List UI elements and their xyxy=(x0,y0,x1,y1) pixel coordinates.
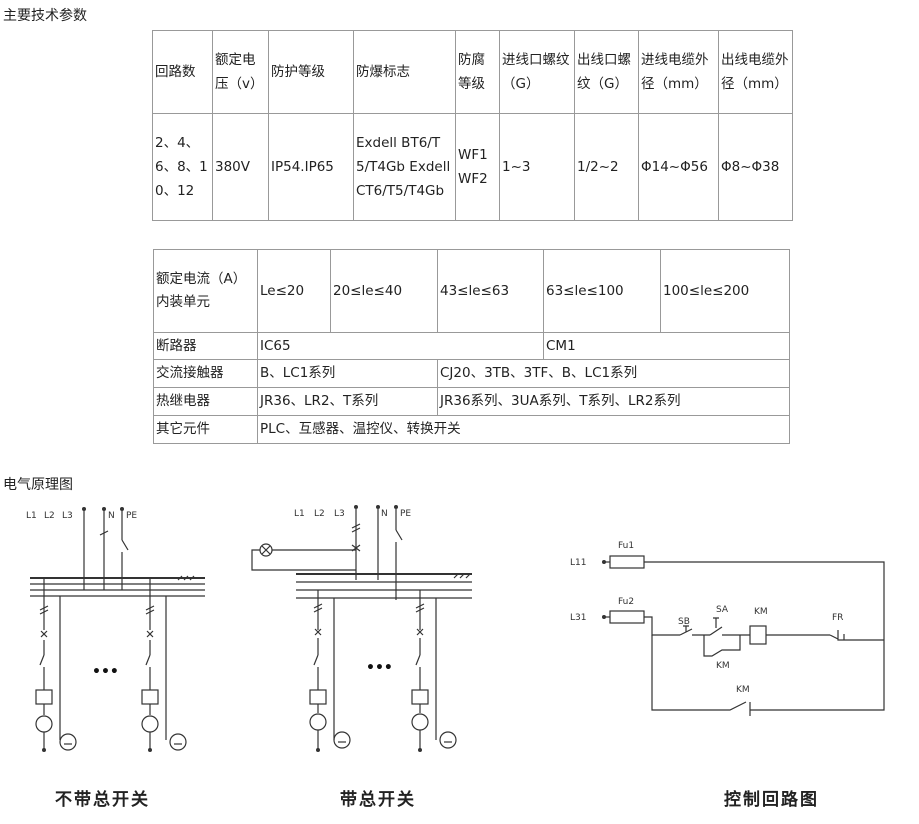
row-label: 断路器 xyxy=(153,332,258,360)
header-cell: 出线电缆外径（mm） xyxy=(718,30,793,114)
caption-with-main-switch: 带总开关 xyxy=(340,790,416,810)
table-cell: 2、4、6、8、10、12 xyxy=(152,113,213,221)
table-row: 断路器 IC65 CM1 xyxy=(153,332,790,360)
range-cell: 100≤le≤200 xyxy=(660,249,790,333)
table-header-row: 回路数 额定电压（v） 防护等级 防爆标志 防腐等级 进线口螺纹（G） 出线口螺… xyxy=(152,30,793,114)
table-row: 热继电器 JR36、LR2、T系列 JR36系列、3UA系列、T系列、LR2系列 xyxy=(153,387,790,416)
label-l11: L11 xyxy=(570,558,586,568)
caption-control-circuit: 控制回路图 xyxy=(724,790,819,810)
label-sb: SB xyxy=(678,617,690,627)
diagram-no-main-switch: L1 L2 L3 N PE xyxy=(26,507,205,752)
table-cell: 1/2~2 xyxy=(574,113,639,221)
table-cell: Φ8~Φ38 xyxy=(718,113,793,221)
ellipsis-dots: ••• xyxy=(366,660,393,676)
range-cell: Le≤20 xyxy=(257,249,331,333)
phase-label-l3: L3 xyxy=(334,509,345,519)
section-title-params: 主要技术参数 xyxy=(3,8,87,24)
table-row: 交流接触器 B、LC1系列 CJ20、3TB、3TF、B、LC1系列 xyxy=(153,359,790,388)
label-fu2: Fu2 xyxy=(618,597,634,607)
header-cell: 防护等级 xyxy=(268,30,354,114)
phase-label-n: N xyxy=(108,511,115,521)
phase-label-l3: L3 xyxy=(62,511,73,521)
phase-label-pe: PE xyxy=(400,509,411,519)
caption-no-main-switch: 不带总开关 xyxy=(55,790,150,810)
section-title-diagram: 电气原理图 xyxy=(3,477,73,493)
label-fu1: Fu1 xyxy=(618,541,634,551)
phase-label-l2: L2 xyxy=(44,511,55,521)
phase-label-l1: L1 xyxy=(294,509,305,519)
label-km-aux: KM xyxy=(716,661,730,671)
table-cell: Φ14~Φ56 xyxy=(638,113,719,221)
table-cell: IP54.IP65 xyxy=(268,113,354,221)
header-cell: 额定电压（v） xyxy=(212,30,269,114)
phase-label-l1: L1 xyxy=(26,511,37,521)
table-cell: WF1 WF2 xyxy=(455,113,500,221)
phase-label-l2: L2 xyxy=(314,509,325,519)
label-km-coil: KM xyxy=(754,607,768,617)
params-table: 回路数 额定电压（v） 防护等级 防爆标志 防腐等级 进线口螺纹（G） 出线口螺… xyxy=(152,30,793,221)
label-fr: FR xyxy=(832,613,843,623)
table-cell: IC65 xyxy=(257,332,544,360)
control-circuit-diagram: L11 L31 Fu1 Fu2 SB SA KM KM FR KM xyxy=(570,541,885,716)
row-label: 其它元件 xyxy=(153,415,258,444)
table-cell: JR36、LR2、T系列 xyxy=(257,387,438,416)
header-label-cell: 额定电流（A）内装单元 xyxy=(153,249,258,333)
header-cell: 防腐等级 xyxy=(455,30,500,114)
phase-label-pe: PE xyxy=(126,511,137,521)
table-row: 2、4、6、8、10、12 380V IP54.IP65 Exdell BT6/… xyxy=(152,113,793,221)
table-cell: CM1 xyxy=(543,332,790,360)
label-l31: L31 xyxy=(570,613,586,623)
phase-label-n: N xyxy=(381,509,388,519)
header-cell: 进线电缆外径（mm） xyxy=(638,30,719,114)
table-row: 其它元件 PLC、互感器、温控仪、转换开关 xyxy=(153,415,790,444)
header-cell: 出线口螺纹（G） xyxy=(574,30,639,114)
table-cell: 380V xyxy=(212,113,269,221)
label-sa: SA xyxy=(716,605,729,615)
table-cell: CJ20、3TB、3TF、B、LC1系列 xyxy=(437,359,790,388)
diagram-with-main-switch: L1 L2 L3 N PE xyxy=(251,505,472,752)
header-cell: 进线口螺纹（G） xyxy=(499,30,575,114)
table-cell: PLC、互感器、温控仪、转换开关 xyxy=(257,415,790,444)
ellipsis-dots: ••• xyxy=(92,664,119,680)
label-km-hold: KM xyxy=(736,685,750,695)
header-cell: 回路数 xyxy=(152,30,213,114)
components-table: 额定电流（A）内装单元 Le≤20 20≤le≤40 43≤le≤63 63≤l… xyxy=(153,249,790,444)
